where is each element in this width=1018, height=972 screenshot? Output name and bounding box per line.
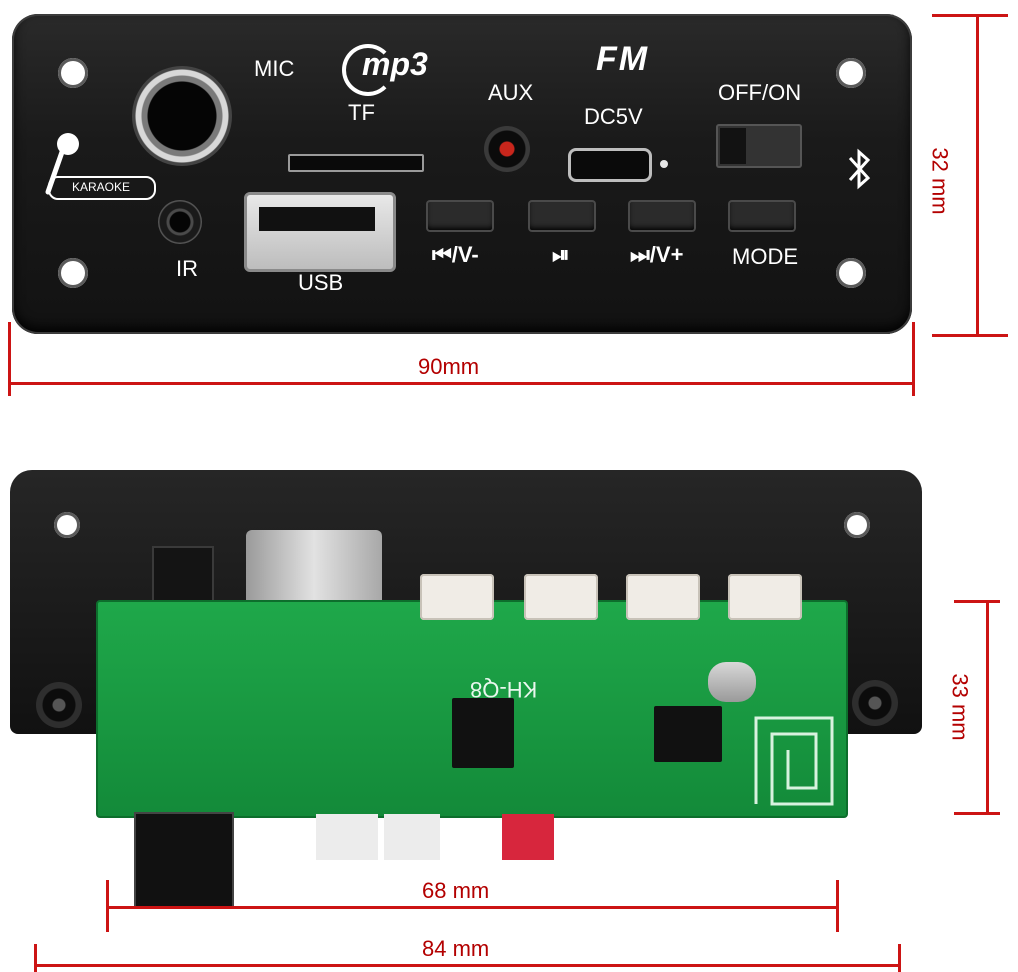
aux-label: AUX <box>488 80 534 105</box>
front-height-tick-bottom <box>932 334 1008 337</box>
fm-logo: FM <box>596 40 650 78</box>
pcb-width-tick-left <box>106 880 109 932</box>
button-connector <box>728 574 802 620</box>
mounting-hole <box>836 58 866 88</box>
switch-knob <box>720 128 746 164</box>
karaoke-badge <box>48 176 156 200</box>
usb-port[interactable] <box>244 192 396 272</box>
karaoke-label: KARAOKE <box>72 180 131 194</box>
indicator-led <box>660 160 668 168</box>
front-width-tick-right <box>912 322 915 396</box>
pcb-board: KH-Q8 <box>96 600 848 818</box>
button-connector <box>524 574 598 620</box>
mounting-screw <box>36 682 82 728</box>
pcb-antenna <box>754 716 834 806</box>
tf-card-slot[interactable] <box>288 154 424 172</box>
back-height-line <box>986 600 989 814</box>
mounting-hole <box>58 58 88 88</box>
mp3-logo-text: mp3 <box>362 46 428 82</box>
speaker-connector <box>316 814 378 860</box>
front-panel: MIC mp3 TF FM AUX DC5V OFF/ON KARAOKE IR… <box>12 14 912 334</box>
speaker-connector <box>384 814 440 860</box>
button-connector <box>626 574 700 620</box>
prev-volume-down-label: ⏮/V- <box>432 242 479 267</box>
back-width-label: 84 mm <box>422 936 490 961</box>
front-height-line <box>976 14 979 336</box>
tf-label: TF <box>348 100 375 125</box>
micro-usb-port[interactable] <box>568 148 652 182</box>
usb-label: USB <box>298 270 344 295</box>
karaoke-logo: KARAOKE <box>42 130 160 204</box>
front-width-label: 90mm <box>418 354 480 379</box>
button-connector <box>420 574 494 620</box>
mode-button[interactable] <box>728 200 796 232</box>
mounting-hole <box>54 512 80 538</box>
mp3-logo <box>342 44 394 96</box>
mic-jack[interactable] <box>132 66 232 166</box>
play-pause-button[interactable] <box>528 200 596 232</box>
front-width-tick-left <box>8 322 11 396</box>
mode-label: MODE <box>732 244 798 269</box>
pcb-width-line <box>108 906 838 909</box>
back-width-tick-left <box>34 944 37 972</box>
mic-label: MIC <box>254 56 295 81</box>
bluetooth-chip <box>654 706 722 762</box>
back-width-line <box>36 964 900 967</box>
ir-label: IR <box>176 256 198 281</box>
prev-volume-down-button[interactable] <box>426 200 494 232</box>
power-connector <box>502 814 554 860</box>
back-width-tick-right <box>898 944 901 972</box>
ic-chip <box>452 698 514 768</box>
bluetooth-icon <box>848 148 871 190</box>
next-volume-up-button[interactable] <box>628 200 696 232</box>
pcb-width-label: 68 mm <box>422 878 490 903</box>
aux-jack[interactable] <box>484 126 530 172</box>
back-height-label: 33 mm <box>947 673 973 741</box>
mounting-hole <box>844 512 870 538</box>
mounting-screw <box>852 680 898 726</box>
power-switch[interactable] <box>716 124 802 168</box>
ir-receiver <box>158 200 202 244</box>
mounting-hole <box>836 258 866 288</box>
off-on-label: OFF/ON <box>718 80 802 105</box>
audio-output-connector <box>134 812 234 908</box>
usb-tongue <box>259 207 375 231</box>
crystal-oscillator <box>708 662 756 702</box>
front-width-line <box>10 382 914 385</box>
front-height-tick-top <box>932 14 1008 17</box>
next-volume-up-label: ⏭/V+ <box>630 242 684 267</box>
pcb-width-tick-right <box>836 880 839 932</box>
back-height-tick-top <box>954 600 1000 603</box>
dc5v-label: DC5V <box>584 104 643 129</box>
play-pause-label: ⏯ <box>552 242 570 267</box>
back-height-tick-bottom <box>954 812 1000 815</box>
front-height-label: 32 mm <box>927 147 953 215</box>
mounting-hole <box>58 258 88 288</box>
